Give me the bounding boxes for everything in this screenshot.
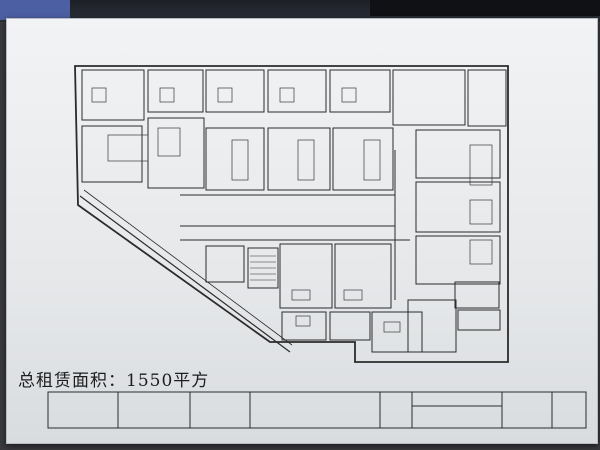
floor-plan-board xyxy=(6,18,598,444)
room-top-7 xyxy=(467,69,507,127)
room-top-4 xyxy=(267,69,327,113)
room-right-1 xyxy=(415,129,501,179)
room-stair-right xyxy=(454,281,500,309)
room-top-5 xyxy=(329,69,391,113)
room-top-6 xyxy=(392,69,466,126)
room-right-2 xyxy=(415,181,501,233)
room-stairs xyxy=(247,247,279,289)
total-area-caption: 总租赁面积：1550平方 xyxy=(18,371,210,391)
room-mid-3 xyxy=(205,127,265,191)
background-sign xyxy=(0,0,70,20)
room-lower-4 xyxy=(329,311,371,341)
room-lower-2 xyxy=(334,243,392,309)
diagonal-wall-inner xyxy=(83,189,293,346)
room-lower-3 xyxy=(281,311,327,341)
room-top-1 xyxy=(81,69,145,121)
room-mid-1 xyxy=(81,125,143,183)
corridor xyxy=(180,150,410,300)
diagonal-wall xyxy=(79,195,291,353)
room-mid-2 xyxy=(147,117,205,189)
room-lower-5 xyxy=(371,311,423,353)
room-elevator xyxy=(205,245,245,283)
room-top-3 xyxy=(205,69,265,113)
room-top-2 xyxy=(147,69,204,113)
room-mid-4 xyxy=(267,127,331,191)
room-fire-right xyxy=(457,309,501,331)
title-block xyxy=(47,391,587,429)
room-mid-5 xyxy=(332,127,394,191)
room-right-3 xyxy=(415,235,501,285)
background-panel xyxy=(370,0,600,16)
outer-wall xyxy=(74,65,509,363)
room-wc xyxy=(407,299,457,353)
room-lower-1 xyxy=(279,243,333,309)
